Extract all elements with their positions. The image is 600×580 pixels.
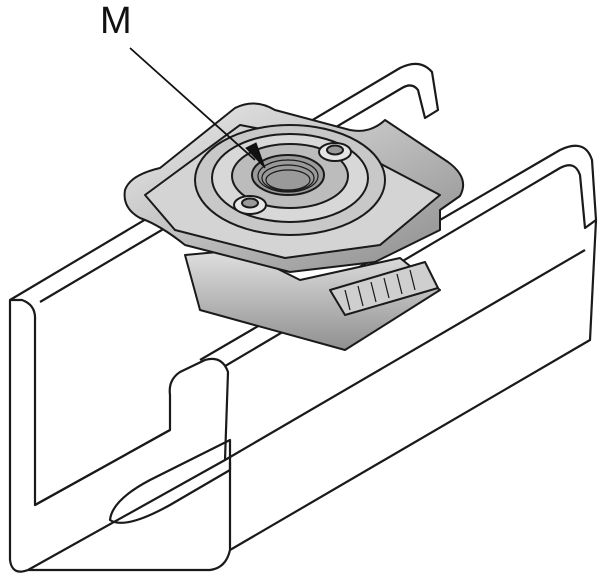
callout-leader-arrow <box>129 47 266 169</box>
nut-fitting <box>123 102 464 351</box>
callout-label-m: M <box>100 0 132 42</box>
